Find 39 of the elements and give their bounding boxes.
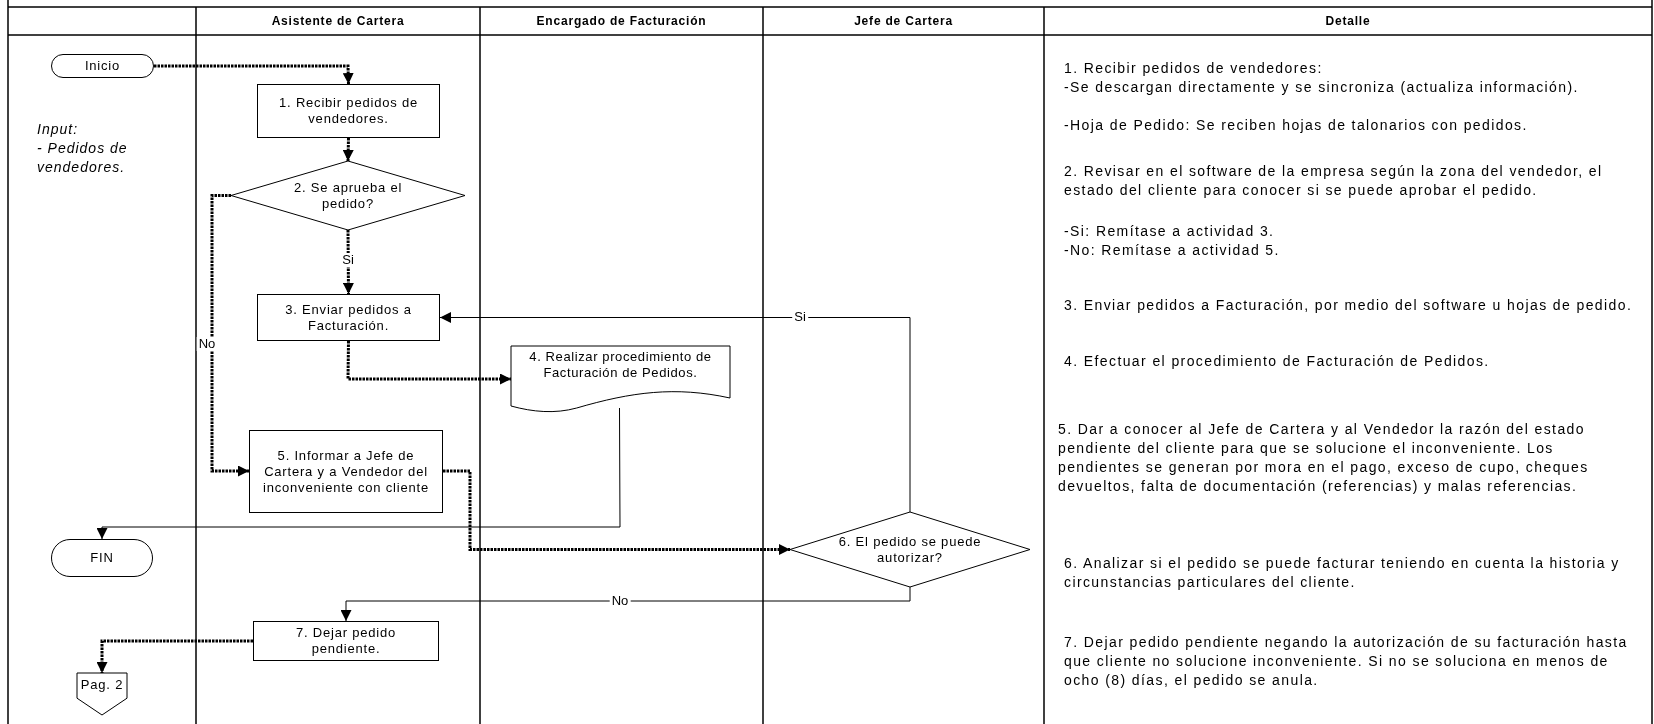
decision-diamond: 2. Se aprueba el pedido? (231, 161, 465, 230)
connector-arrow (443, 469, 790, 555)
edge-label: No (609, 594, 631, 608)
detail-text: 6. Analizar si el pedido se puede facturar teniendo en cuenta la historia y circunstancias particulares del cliente. (1064, 554, 1621, 592)
process-box: 5. Informar a Jefe de Cartera y a Vendedor del inconveniente con cliente (249, 430, 443, 513)
process-box: 1. Recibir pedidos de vendedores. (257, 84, 440, 138)
detail-text: -Hoja de Pedido: Se reciben hojas de talonarios con pedidos. (1064, 116, 1529, 135)
lane-header: Detalle (1324, 13, 1372, 30)
detail-text: 5. Dar a conocer al Jefe de Cartera y al Vendedor la razón del estado pendiente del cliente para que se solucione el inconveniente. Los pendientes se generan por mora en el pago, exceso de cupo, cheques devueltos, falta de documentación (referencias) y malas referencias. (1058, 420, 1590, 496)
document-shape: 4. Realizar procedimiento de Facturación de Pedidos. (511, 346, 730, 412)
process-box: 3. Enviar pedidos a Facturación. (257, 294, 440, 341)
edge-label: No (196, 337, 218, 351)
connector-arrow (342, 230, 354, 294)
detail-text: 1. Recibir pedidos de vendedores: (1064, 59, 1324, 78)
edge-label: Si (792, 310, 808, 324)
input-note: - Pedidos de vendedores. (37, 139, 129, 177)
lane-header: Jefe de Cartera (853, 13, 954, 30)
detail-text: 7. Dejar pedido pendiente negando la autorización de su facturación hasta que cliente no solucione inconveniente. Si no se soluciona en menos de ocho (8) días, el pedido se anula. (1064, 633, 1629, 690)
connector-arrow (210, 194, 249, 477)
connector-arrow (342, 137, 354, 162)
detail-text: -No: Remítase a actividad 5. (1064, 241, 1281, 260)
detail-text: 3. Enviar pedidos a Facturación, por medio del software u hojas de pedido. (1064, 296, 1634, 315)
decision-diamond: 6. El pedido se puede autorizar? (790, 512, 1030, 587)
off-page-connector: Pag. 2 (77, 673, 127, 715)
connector-arrow (96, 639, 253, 673)
connector-arrow (340, 586, 911, 622)
detail-text: 4. Efectuar el procedimiento de Facturación de Pedidos. (1064, 352, 1491, 371)
connector-arrow (154, 64, 354, 85)
input-note: Input: (37, 120, 80, 139)
edge-label: Si (340, 253, 356, 267)
lane-header: Encargado de Facturación (535, 13, 708, 30)
detail-text: -Se descargan directamente y se sincroniza (actualiza información). (1064, 78, 1580, 97)
lane-header: Asistente de Cartera (270, 13, 406, 30)
connector-arrow (346, 340, 511, 385)
process-box: 7. Dejar pedido pendiente. (253, 621, 439, 661)
connector-arrow (96, 407, 621, 540)
detail-text: 2. Revisar en el software de la empresa según la zona del vendedor, el estado del cliente para conocer si se puede aprobar el pedido. (1064, 162, 1604, 200)
detail-text: -Si: Remítase a actividad 3. (1064, 222, 1276, 241)
connector-arrow (439, 312, 911, 513)
